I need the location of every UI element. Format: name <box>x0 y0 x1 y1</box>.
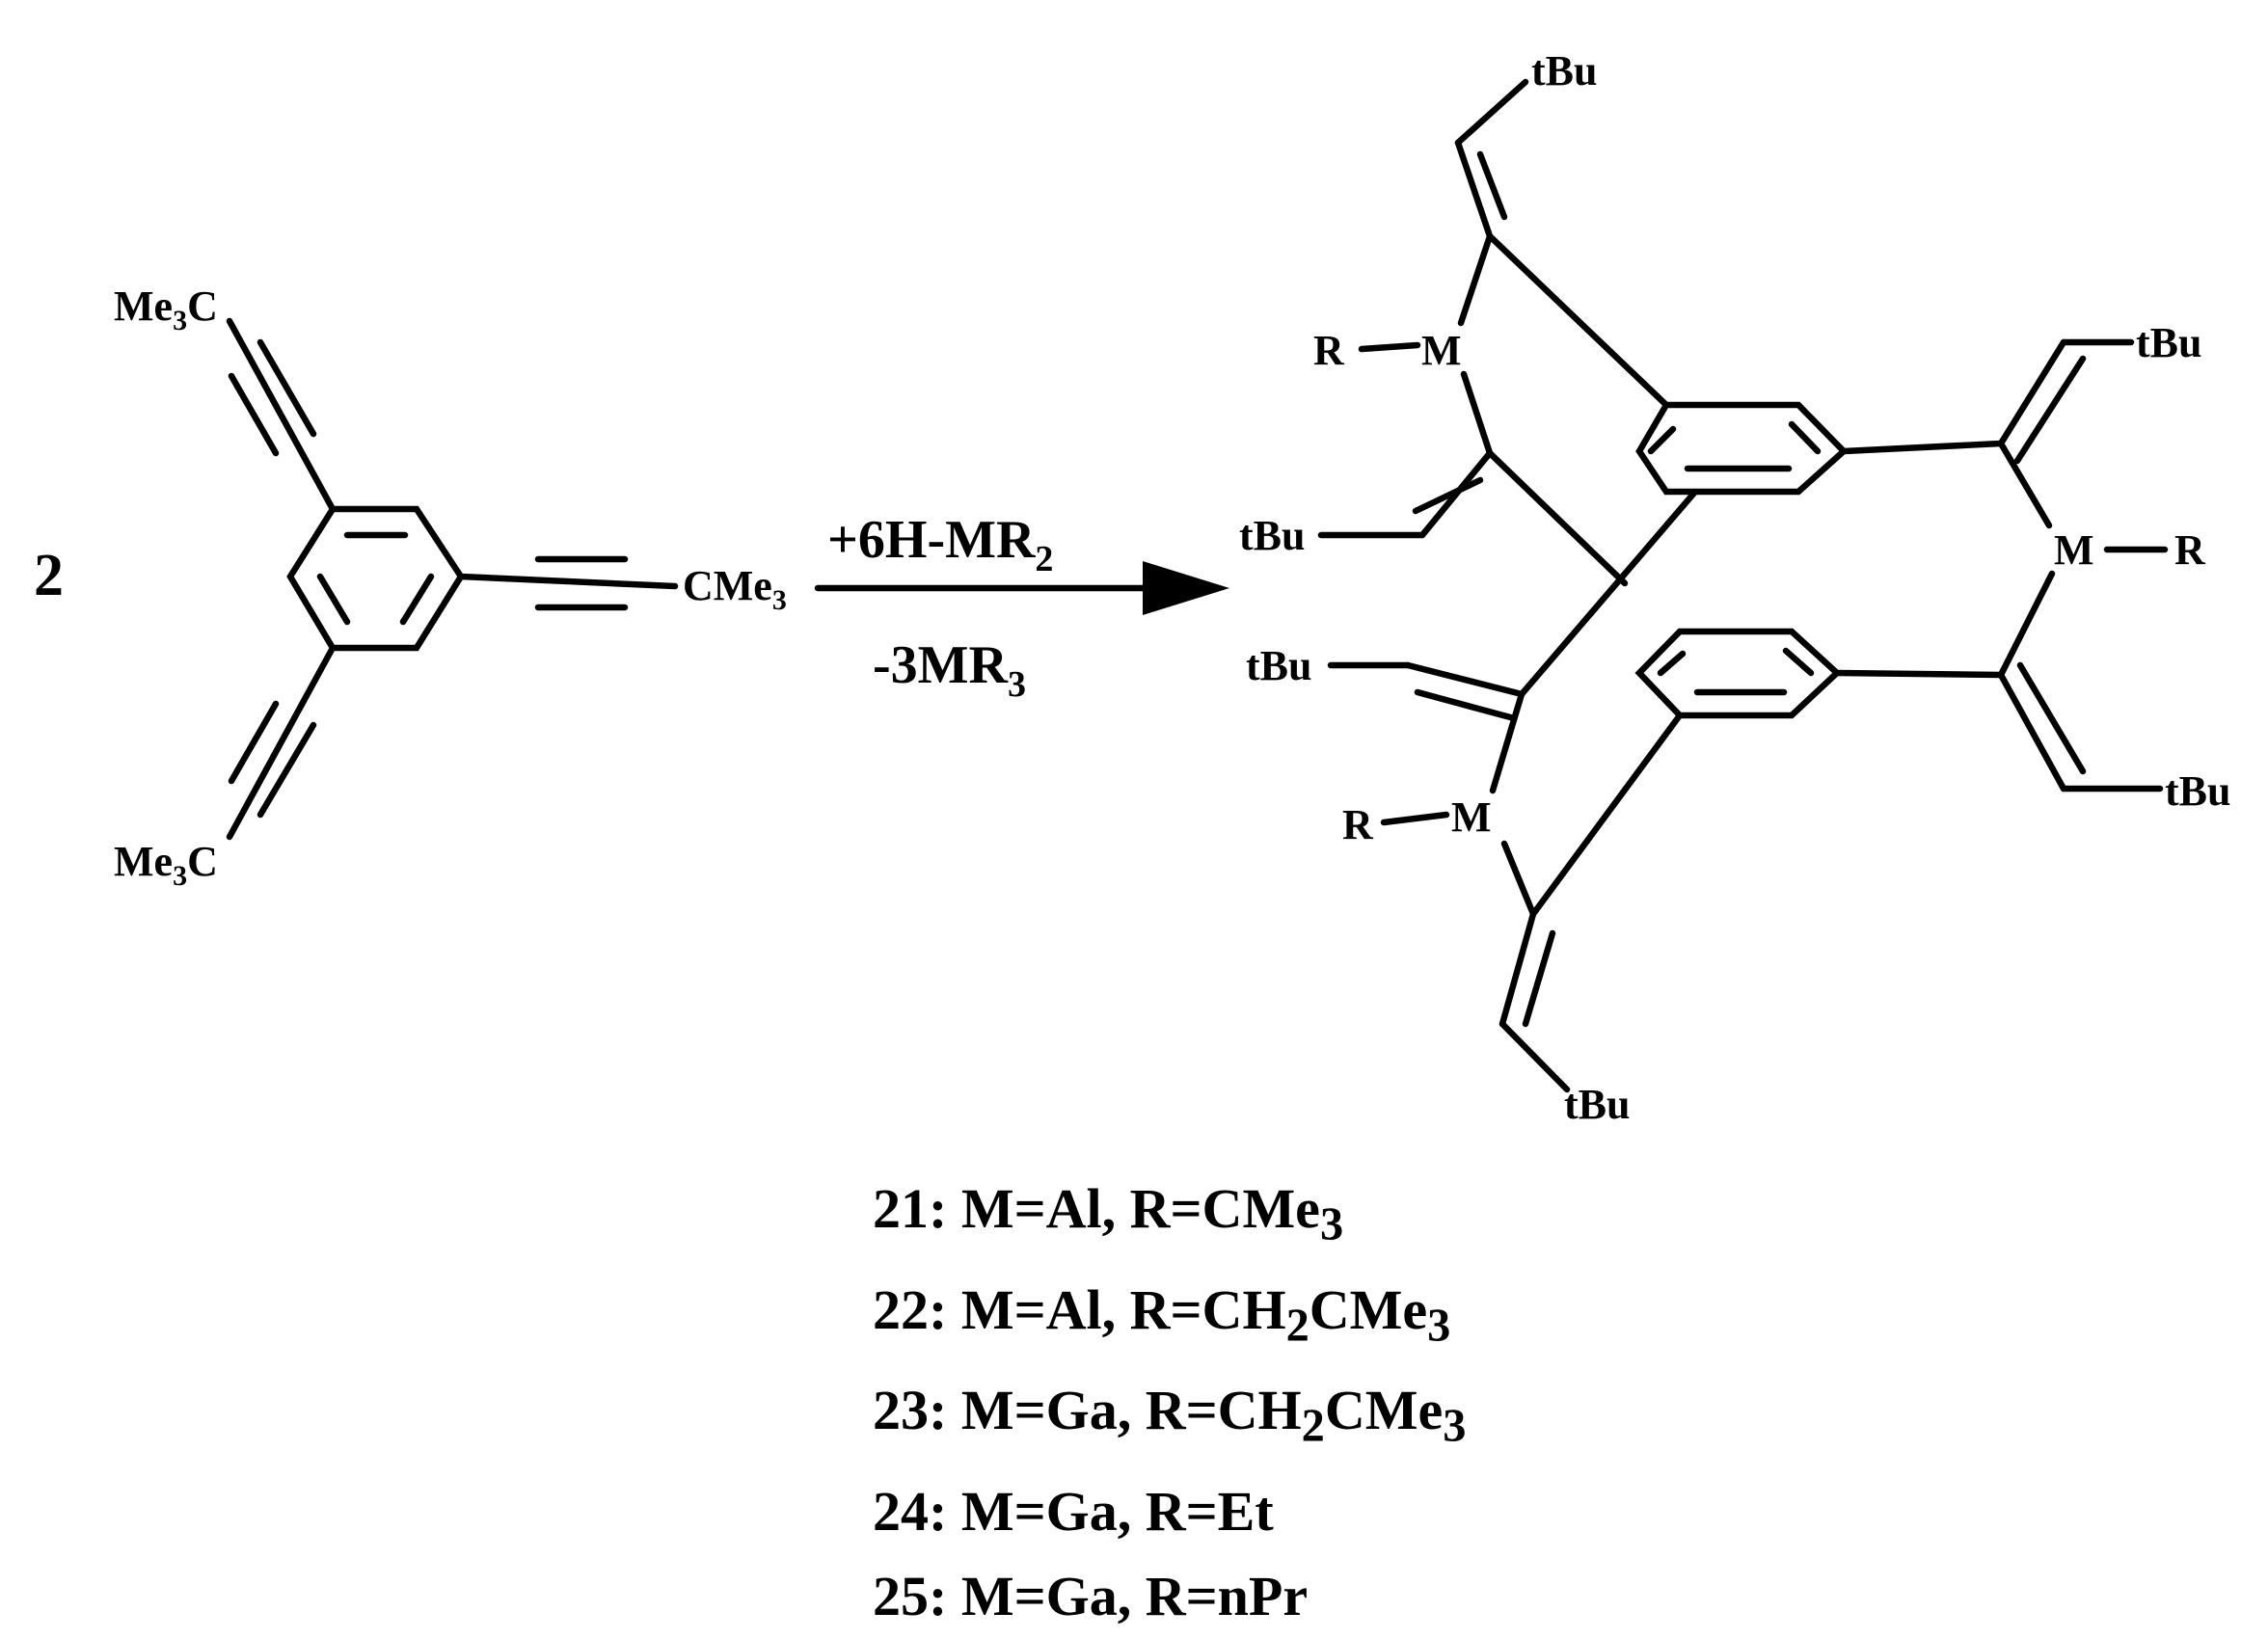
vinyl-double-bond <box>1522 929 1556 1028</box>
vinyl-bond <box>1404 661 1526 698</box>
vinyl-bond <box>1840 440 2005 455</box>
vinyl-bond <box>1498 910 1537 1028</box>
tbu-label: tBu <box>2136 319 2201 366</box>
reactant-benzene-ring <box>286 505 465 652</box>
reactant-coefficient: 2 <box>34 543 64 608</box>
metal-r-bond <box>1380 811 1450 826</box>
vinyl-bond <box>1498 1020 1571 1093</box>
r-label: R <box>1313 327 1345 374</box>
vinyl-bond <box>1997 671 2067 793</box>
reactant-aromatic-bond <box>399 573 435 626</box>
top-alkyne-bond <box>256 338 317 438</box>
vinyl-double-bond <box>1414 688 1518 722</box>
reactant-aromatic-bond <box>316 573 351 626</box>
reaction-arrow: +6H-MR2 -3MR3 <box>814 510 1229 705</box>
reactant-molecule: 2 Me3C CMe3 Me3C <box>34 282 787 892</box>
bottom-alkyne-bond <box>228 700 280 785</box>
vinyl-bond <box>1454 78 1529 147</box>
right-alkyne-bond <box>457 573 679 590</box>
vinyl-double-bond <box>2016 661 2087 775</box>
bottom-alkyne-bond <box>256 721 317 819</box>
top-alkyne-bond <box>226 317 337 513</box>
compound-entry-22: 22: M=Al, R=CH2CMe3 <box>873 1277 1451 1352</box>
bottom-alkyne-bond <box>226 644 337 841</box>
metal-carbon-bond <box>1460 370 1494 457</box>
vinyl-bond <box>1833 669 2005 679</box>
compound-entry-25: 25: M=Ga, R=nPr <box>873 1564 1309 1627</box>
r-label: R <box>2174 526 2206 574</box>
arrow-byproduct-below: -3MR3 <box>873 635 1026 705</box>
lower-benzene-ring <box>1634 628 1842 719</box>
compound-entry-21: 21: M=Al, R=CMe3 <box>873 1177 1344 1250</box>
arrow-head <box>1143 561 1229 615</box>
vinyl-bond <box>1529 712 1684 918</box>
arrow-reagent-above: +6H-MR2 <box>827 510 1053 579</box>
metal-label: M <box>2054 526 2094 574</box>
metal-label: M <box>1421 327 1462 374</box>
product-molecule: M R M R M R tBu tBu tBu tBu tBu tBu <box>1239 47 2230 1128</box>
reactant-right-substituent: CMe3 <box>683 562 787 616</box>
tbu-label: tBu <box>2165 767 2230 815</box>
metal-carbon-bond <box>1457 232 1494 327</box>
compound-entry-23: 23: M=Ga, R=CH2CMe3 <box>873 1379 1467 1452</box>
aromatic-bond <box>1647 425 1677 455</box>
metal-carbon-bond <box>1500 840 1537 918</box>
aromatic-bond <box>1788 420 1822 455</box>
aromatic-bond <box>1782 647 1815 677</box>
metal-carbon-bond <box>1489 690 1526 794</box>
aromatic-bond <box>1657 650 1687 677</box>
tbu-label: tBu <box>1564 1081 1630 1128</box>
compound-entry-24: 24: M=Ga, R=Et <box>873 1479 1274 1543</box>
tbu-label: tBu <box>1246 642 1311 689</box>
vinyl-bond <box>1518 488 1699 698</box>
compound-legend: 21: M=Al, R=CMe3 22: M=Al, R=CH2CMe3 23:… <box>873 1167 1466 1639</box>
vinyl-bond <box>1486 232 1670 409</box>
tbu-label: tBu <box>1531 47 1597 94</box>
reactant-bottom-substituent: Me3C <box>114 838 218 892</box>
metal-label: M <box>1451 793 1492 841</box>
metal-r-bond <box>1358 341 1421 353</box>
upper-benzene-ring <box>1635 401 1849 496</box>
top-alkyne-bond <box>228 372 280 457</box>
metal-carbon-bond <box>1997 570 2056 679</box>
metal-carbon-bond <box>1997 440 2053 529</box>
vinyl-double-bond <box>1476 150 1508 221</box>
tbu-label: tBu <box>1239 512 1305 559</box>
reactant-top-substituent: Me3C <box>114 282 218 336</box>
vinyl-bond <box>1454 139 1494 240</box>
vinyl-double-bond <box>2013 355 2087 465</box>
vinyl-bond <box>1997 338 2067 447</box>
vinyl-double-bond <box>1412 476 1484 515</box>
vinyl-bond <box>1486 449 1629 587</box>
r-label: R <box>1342 801 1374 848</box>
